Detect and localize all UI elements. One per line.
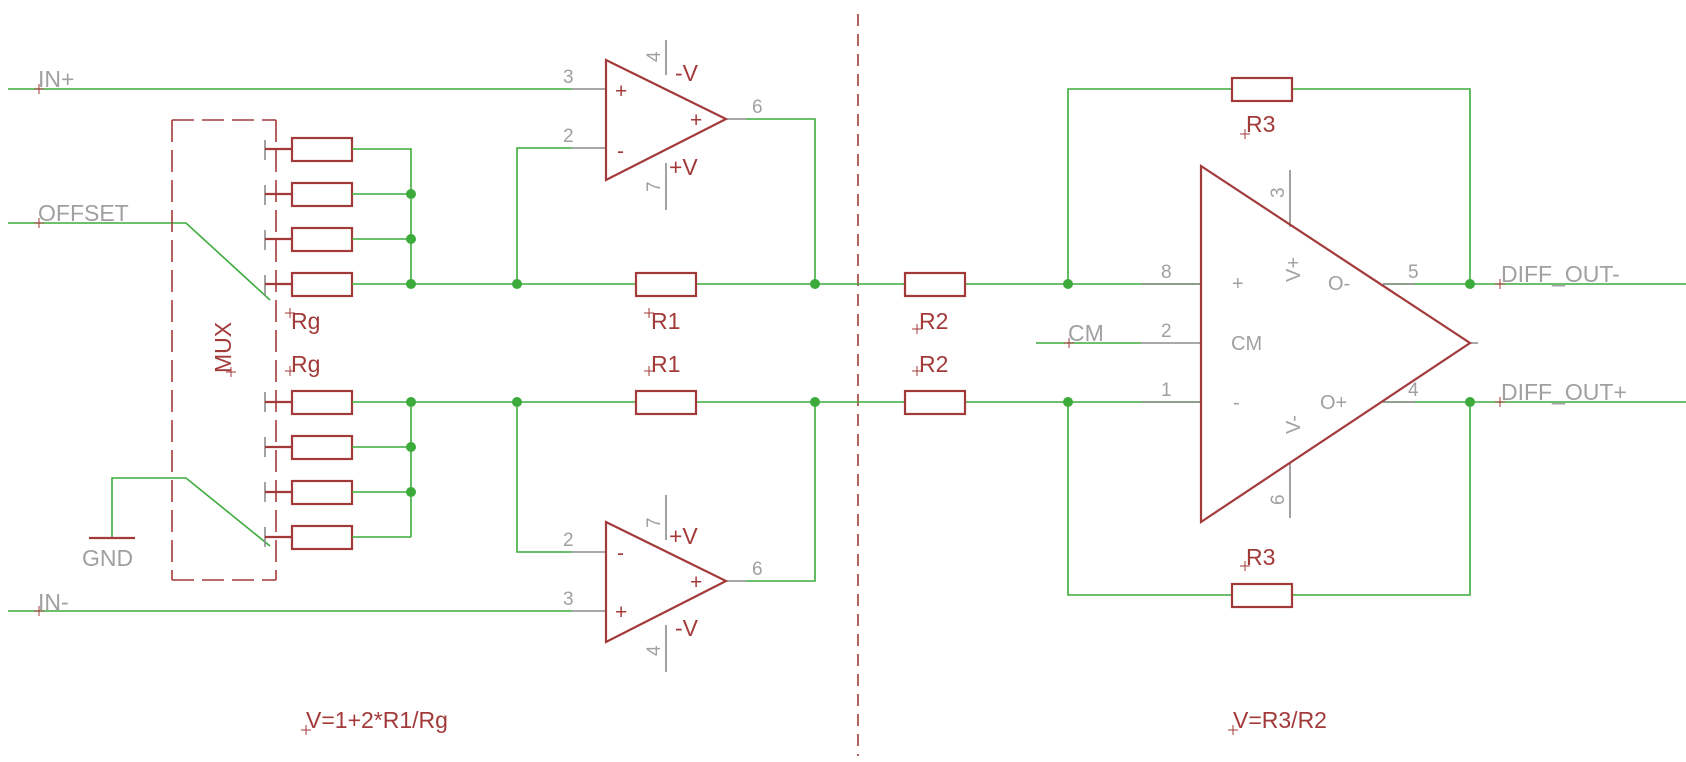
r2-bottom-body [903, 389, 967, 416]
opamp-top-sign-out: + [690, 109, 702, 132]
wire-gnd [111, 477, 271, 547]
diff-amp-pin-v-neg: 6 [1268, 494, 1289, 505]
mux-label: MUX [210, 322, 236, 373]
opamp-bottom-sign-minus: - [617, 542, 624, 565]
diff-amp-label-out-plus: O+ [1320, 392, 1347, 414]
opamp-bottom-pos-supply: +V [669, 523, 698, 549]
net-label-diff-out-plus: DIFF_OUT+ [1501, 379, 1627, 405]
r1-bottom-body [634, 389, 698, 416]
r1-top-body [634, 271, 698, 298]
r3-top-body [1230, 76, 1294, 103]
diff-amp-pin-out-minus: 5 [1408, 262, 1419, 283]
opamp-top-pin-out: 6 [752, 97, 763, 118]
wire-r3-top [1067, 88, 1471, 284]
opamp-top-sign-minus: - [617, 140, 624, 163]
opamp-top-neg-supply: -V [675, 60, 699, 86]
diff-amp-pin-v-pos: 3 [1268, 187, 1289, 198]
formula-stage1: V=1+2*R1/Rg [306, 707, 448, 733]
opamp-top-pos-supply: +V [669, 154, 698, 180]
r3-bottom-body [1230, 582, 1294, 609]
net-label-in-plus: IN+ [38, 66, 74, 92]
r2-bottom-label: R2 [919, 351, 948, 377]
opamp-bottom-pin-v-pos: 7 [644, 517, 665, 528]
diff-amp [1141, 163, 1478, 525]
r2-top-label: R2 [919, 308, 948, 334]
junctions [406, 189, 1475, 497]
diff-amp-label-out-minus: O- [1328, 273, 1350, 295]
opamp-top-pin-v-neg: 4 [644, 51, 665, 62]
diff-amp-pin-plus: 8 [1161, 262, 1172, 283]
r1-bottom-label: R1 [651, 351, 680, 377]
diff-amp-pin-cm: 2 [1161, 321, 1172, 342]
opamp-top-pin-in-minus: 2 [563, 126, 574, 147]
opamp-bottom-neg-supply: -V [675, 615, 699, 641]
diff-amp-pin-minus: 1 [1161, 380, 1172, 401]
net-label-gnd: GND [82, 545, 133, 571]
diff-amp-label-minus: - [1233, 392, 1240, 414]
wire-r3-bottom [1067, 402, 1471, 596]
wire-offset [8, 222, 271, 301]
rg-top-label: Rg [291, 308, 320, 334]
opamp-bottom-pin-v-neg: 4 [644, 645, 665, 656]
opamp-top [572, 40, 746, 210]
origin-marks [34, 84, 1505, 735]
net-label-in-minus: IN- [38, 589, 69, 615]
opamp-bottom-pin-out: 6 [752, 559, 763, 580]
rg-bank-bottom [264, 389, 412, 551]
mux-box [171, 119, 277, 581]
diff-amp-label-v-pos: V+ [1283, 257, 1305, 282]
net-label-cm: CM [1068, 320, 1104, 346]
opamp-top-pin-v-pos: 7 [644, 181, 665, 192]
opamp-bottom-sign-out: + [690, 571, 702, 594]
r3-top-label: R3 [1246, 111, 1275, 137]
diff-amp-label-cm: CM [1231, 333, 1262, 355]
formula-stage2: V=R3/R2 [1233, 707, 1327, 733]
net-label-offset: OFFSET [38, 200, 129, 226]
opamp-top-pin-in-plus: 3 [563, 67, 574, 88]
wire-fb-top-out [746, 118, 816, 284]
net-label-diff-out-minus: DIFF_OUT- [1501, 261, 1620, 287]
wire-fb-bottom-out [746, 402, 816, 582]
r3-bottom-label: R3 [1246, 544, 1275, 570]
r2-top-body [903, 271, 967, 298]
opamp-bottom-sign-plus: + [615, 601, 627, 624]
r1-top-label: R1 [651, 308, 680, 334]
rg-bottom-label: Rg [291, 351, 320, 377]
wire-fb-top-in [516, 147, 572, 284]
opamp-bottom-pin-in-minus: 2 [563, 530, 574, 551]
diff-amp-label-v-neg: V- [1283, 415, 1305, 434]
rg-bank-top [264, 136, 412, 298]
diff-amp-pin-out-plus: 4 [1408, 380, 1419, 401]
diff-amp-label-plus: + [1232, 273, 1244, 295]
opamp-bottom-pin-in-plus: 3 [563, 589, 574, 610]
opamp-bottom [572, 495, 746, 672]
wire-fb-bottom-in [516, 402, 572, 553]
opamp-top-sign-plus: + [615, 80, 627, 103]
